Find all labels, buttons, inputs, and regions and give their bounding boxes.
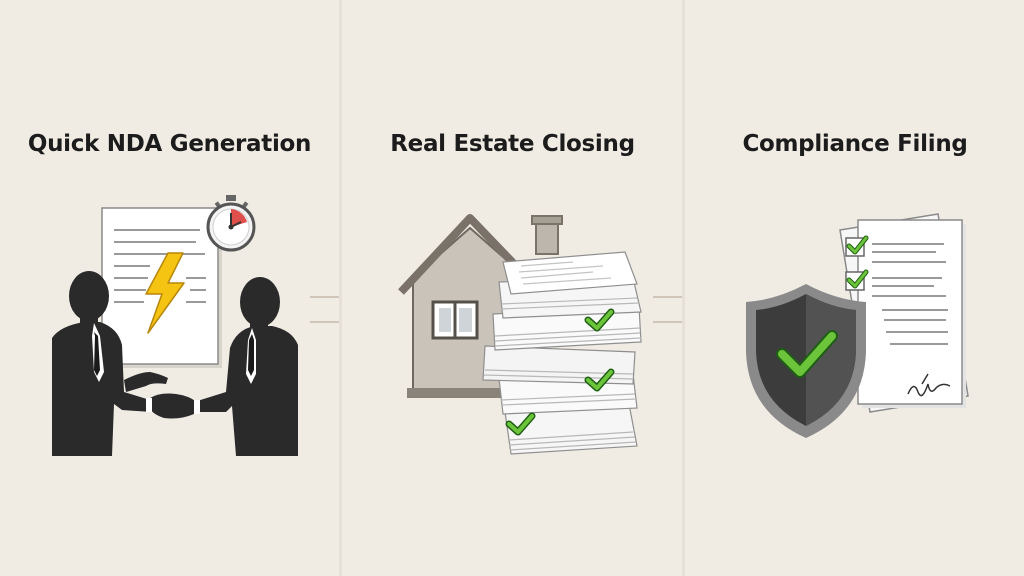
step-panel-compliance: Compliance Filing [686, 0, 1024, 576]
flow-arrow [310, 296, 339, 323]
real-estate-illustration [398, 214, 682, 455]
step-panel-real-estate: Real Estate Closing [343, 0, 682, 576]
checklist-document-icon [839, 213, 969, 413]
paper-stack-icon [482, 251, 642, 455]
flow-arrow [653, 296, 682, 323]
handshake-people-icon [52, 271, 298, 456]
panel-divider [682, 0, 685, 576]
panel-divider [339, 0, 342, 576]
step-title-nda: Quick NDA Generation [27, 131, 312, 157]
step-title-real-estate: Real Estate Closing [390, 131, 635, 157]
step-panel-nda: Quick NDA Generation [0, 0, 339, 576]
compliance-illustration [746, 213, 969, 438]
lightning-bolt-icon [145, 252, 185, 334]
stopwatch-icon [206, 195, 256, 252]
step-title-compliance: Compliance Filing [742, 131, 968, 157]
signature-icon [907, 373, 951, 397]
nda-illustration [52, 195, 339, 456]
shield-check-icon [746, 284, 866, 438]
